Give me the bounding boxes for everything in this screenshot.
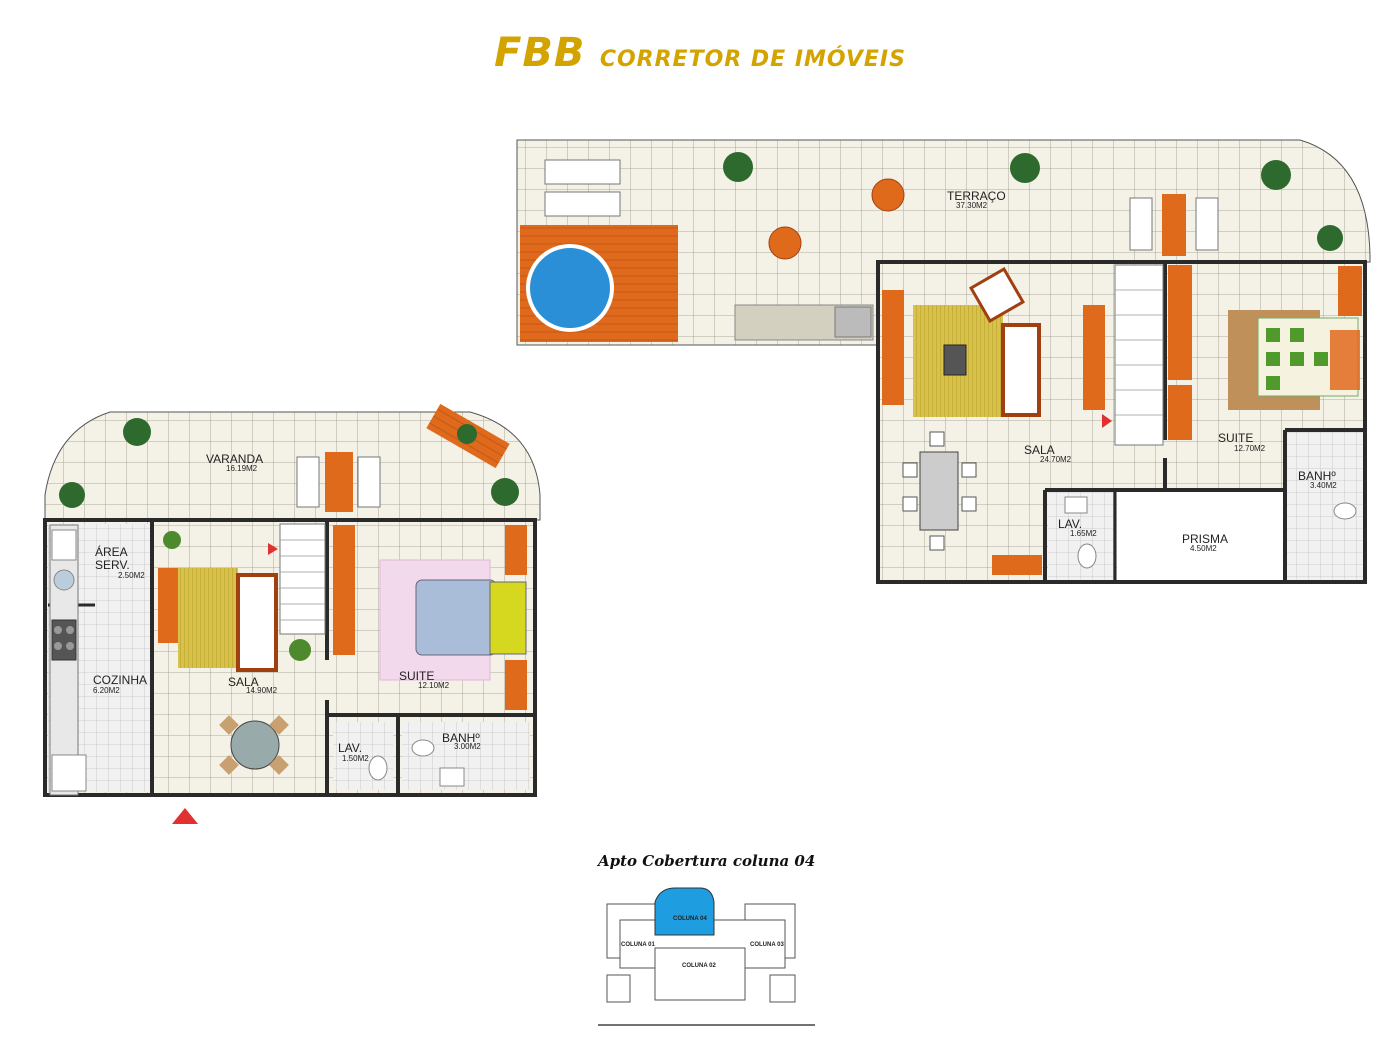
upper-floor-labels: TERRAÇO 37.30M2 SALA 24.70M2 SUITE 12.70… — [947, 189, 1337, 553]
label-varanda: VARANDA — [206, 452, 263, 466]
header: FBB CORRETOR DE IMÓVEIS — [0, 30, 1400, 76]
lower-dining-table — [230, 720, 280, 770]
label-cozinha: COZINHA — [93, 673, 147, 687]
upper-outer-walls — [876, 260, 1367, 584]
upper-stairs — [1114, 264, 1164, 446]
lower-stairs — [279, 523, 326, 635]
label-upper-lav: LAV. — [1058, 517, 1082, 531]
label-suite: SUITE — [399, 669, 434, 683]
lower-floor-labels: VARANDA 16.19M2 ÁREA SERV. 2.50M2 COZINH… — [93, 452, 481, 763]
label-upper-suite: SUITE — [1218, 431, 1253, 445]
upper-floor-plan — [516, 139, 1371, 584]
brand-subtitle: CORRETOR DE IMÓVEIS — [599, 47, 906, 72]
area-upper-suite: 12.70M2 — [1234, 444, 1266, 453]
label-sala: SALA — [228, 675, 259, 689]
key-plan: COLUNA 04 COLUNA 01 COLUNA 03 COLUNA 02 — [598, 887, 815, 1026]
label-lav: LAV. — [338, 741, 362, 755]
area-varanda: 16.19M2 — [226, 464, 258, 473]
key-plan-title: Apto Cobertura coluna 04 — [598, 852, 816, 870]
label-upper-banho: BANHº — [1298, 469, 1336, 483]
lower-floor-plan — [43, 403, 541, 824]
label-upper-sala: SALA — [1024, 443, 1055, 457]
area-upper-banho: 3.40M2 — [1310, 481, 1337, 490]
area-lav: 1.50M2 — [342, 754, 369, 763]
key-coluna-01: COLUNA 01 — [621, 942, 655, 948]
label-banho: BANHº — [442, 731, 480, 745]
area-upper-lav: 1.65M2 — [1070, 529, 1097, 538]
pool — [526, 244, 614, 332]
area-prisma: 4.50M2 — [1190, 544, 1217, 553]
area-terraco: 37.30M2 — [956, 201, 988, 210]
area-suite: 12.10M2 — [418, 681, 450, 690]
varanda-floor — [44, 411, 541, 521]
area-cozinha: 6.20M2 — [93, 686, 120, 695]
label-area-serv: ÁREA — [95, 544, 128, 559]
upper-dining-table — [919, 451, 959, 531]
sala-rug — [178, 568, 238, 668]
label-prisma: PRISMA — [1182, 532, 1228, 546]
area-sala: 14.90M2 — [246, 686, 278, 695]
key-coluna-03: COLUNA 03 — [750, 942, 784, 948]
area-upper-sala: 24.70M2 — [1040, 455, 1072, 464]
area-area-serv: 2.50M2 — [118, 571, 145, 580]
brand-logo: FBB — [494, 30, 586, 76]
label-area-serv-2: SERV. — [95, 558, 130, 572]
suite-bed — [415, 579, 497, 656]
key-coluna-04: COLUNA 04 — [673, 916, 707, 922]
lower-outer-walls — [43, 518, 537, 797]
entry-arrow — [172, 808, 198, 824]
prisma-void — [1117, 492, 1283, 580]
label-terraco: TERRAÇO — [947, 189, 1006, 203]
key-plan-highlight — [654, 887, 715, 936]
area-banho: 3.00M2 — [454, 742, 481, 751]
key-coluna-02: COLUNA 02 — [682, 963, 716, 969]
